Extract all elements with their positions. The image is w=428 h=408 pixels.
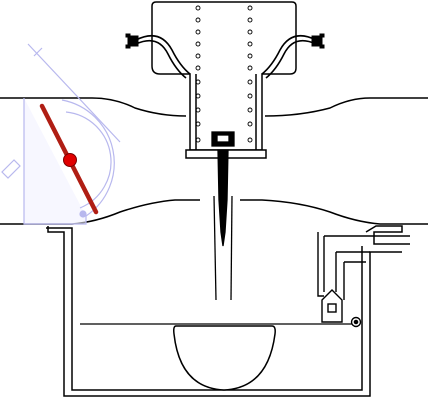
needle: [217, 149, 229, 247]
fuel-bowl-inner: [46, 227, 363, 391]
diaphragm-wire-right-b: [265, 39, 317, 79]
fuel-bowl-right-flange: [365, 225, 410, 245]
choke-valve: [39, 103, 99, 215]
fuel-inlet-passage-inner: [323, 235, 410, 292]
choke-guide-frame: [23, 98, 87, 225]
choke-guide-arc-inner: [65, 111, 112, 209]
vent-cap-left: [125, 33, 139, 49]
float: [173, 325, 276, 391]
slide-chamber-cover: [151, 1, 297, 151]
choke-guide-lever: [27, 43, 121, 143]
needle-jet-tube-right: [230, 195, 233, 301]
diaphragm-wire-left-b: [135, 39, 187, 79]
air-horn-bottom-wall-right: [240, 199, 428, 225]
fuel-inlet-passage-outer: [317, 232, 324, 297]
air-horn-top-wall: [0, 97, 187, 117]
diaphragm-wire-right: [261, 34, 317, 75]
choke-guide-tab: [1, 159, 21, 179]
choke-guide: [1, 43, 121, 225]
diaphragm-wire-left: [135, 34, 191, 75]
needle-jet-tube-left: [213, 195, 217, 301]
vent-cap-right: [311, 33, 325, 49]
float-needle-valve: [317, 232, 410, 328]
float-pivot-dot: [353, 319, 359, 325]
choke-guide-lever-2: [33, 47, 43, 57]
choke-pivot: [63, 153, 77, 167]
slide-chamber-holes: [195, 5, 253, 143]
needle-jet: [211, 131, 235, 301]
choke-guide-arc-outer: [61, 99, 115, 217]
needle-clip-inner: [216, 134, 230, 143]
vent-caps: [125, 33, 325, 49]
valve-needle: [327, 303, 337, 313]
choke-guide-pin: [79, 210, 87, 218]
fuel-inlet-passage-2: [335, 251, 370, 300]
diaphragm-wires: [135, 34, 317, 79]
air-horn-top-wall-right: [264, 97, 428, 117]
